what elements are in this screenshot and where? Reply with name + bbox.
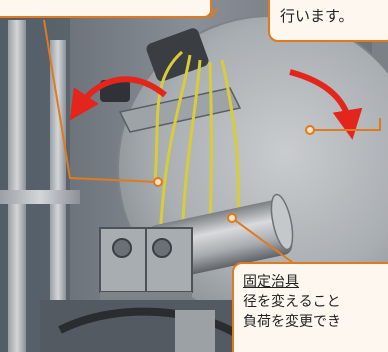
leader-top bbox=[209, 7, 219, 19]
cable-1 bbox=[158, 54, 192, 241]
cable-bundle bbox=[153, 50, 240, 241]
callout-top-right-text: 行います。 bbox=[280, 7, 354, 25]
leader-dot-rod bbox=[227, 213, 237, 223]
callout-fixture: 固定治具 径を変えること 負荷を変更でき bbox=[232, 262, 388, 352]
callout-top-right: 行います。 bbox=[268, 0, 388, 42]
callout-top-left bbox=[0, 0, 212, 18]
frame-crossbar bbox=[0, 190, 80, 204]
frame-post-left bbox=[8, 20, 26, 352]
leader-lines bbox=[43, 7, 381, 269]
bolt-left bbox=[112, 238, 132, 258]
lower-mount bbox=[175, 310, 215, 352]
cable-2 bbox=[180, 59, 202, 241]
leader-dot-cable bbox=[153, 177, 163, 187]
bolt-right bbox=[152, 238, 172, 258]
cable-5 bbox=[153, 50, 183, 181]
rotation-arrow-left bbox=[69, 76, 167, 121]
callout-fixture-line-1: 径を変えること bbox=[243, 294, 341, 310]
leader-disk bbox=[310, 118, 381, 131]
callout-fixture-line-2: 負荷を変更でき bbox=[243, 314, 341, 330]
rotation-arrow-right bbox=[289, 69, 363, 140]
leader-dot-disk bbox=[305, 125, 315, 135]
rod-end bbox=[270, 193, 294, 251]
black-cable bbox=[58, 307, 243, 340]
cable-3 bbox=[208, 61, 213, 226]
leader-cable bbox=[43, 19, 159, 183]
leader-rod bbox=[231, 217, 301, 269]
callout-fixture-title: 固定治具 bbox=[243, 274, 299, 290]
cable-4 bbox=[220, 59, 240, 216]
